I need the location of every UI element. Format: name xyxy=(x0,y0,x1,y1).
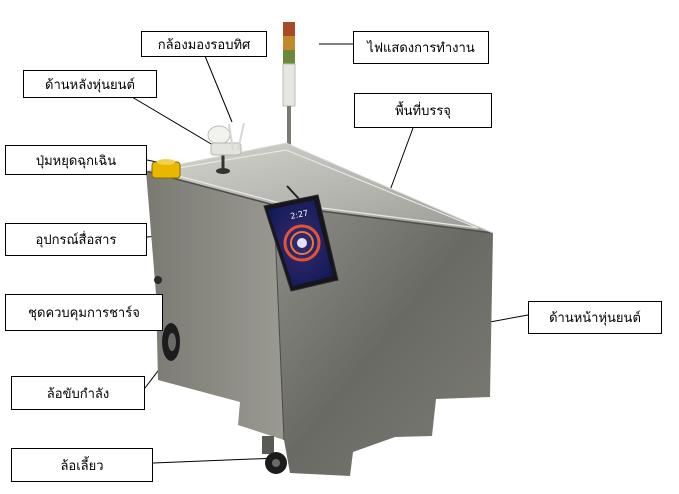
communication-device-label: อุปกรณ์สื่อสาร xyxy=(5,223,147,256)
drive-wheel-label: ล้อขับกำลัง xyxy=(11,376,145,410)
tablet-clock: 2:27 xyxy=(290,208,309,221)
tablet-device: 2:27 xyxy=(263,185,339,292)
cart-body xyxy=(145,142,494,476)
front-side-label: ด้านหน้าหุ่นยนต์ xyxy=(528,301,662,334)
status-light-tower xyxy=(282,22,296,146)
storage-area-label: พื้นที่บรรจุ xyxy=(354,93,492,128)
emergency-stop-button xyxy=(151,159,181,179)
cart-rear-left-panel xyxy=(146,171,284,440)
emergency-stop-label: ปุ่มหยุดฉุกเฉิน xyxy=(5,145,147,175)
camera-label: กล้องมองรอบทิศ xyxy=(141,31,267,57)
cart-top-surface xyxy=(146,143,493,233)
charging-control-label: ชุดควบคุมการชาร์จ xyxy=(5,294,163,331)
camera-360 xyxy=(207,122,245,174)
status-light-label: ไฟแสดงการทำงาน xyxy=(353,31,489,64)
wheels xyxy=(154,276,287,474)
rear-side-label: ด้านหลังหุ่นยนต์ xyxy=(23,70,157,98)
caster-wheel-label: ล้อเลี้ยว xyxy=(11,448,153,482)
